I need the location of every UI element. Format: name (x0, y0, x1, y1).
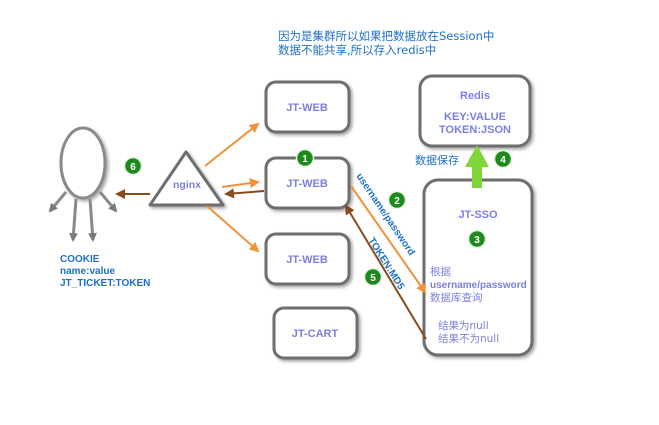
step-number-5: 5 (370, 273, 376, 284)
nginx-label: nginx (173, 179, 201, 191)
step-number-6: 6 (130, 162, 136, 173)
cookie-line-2: name:value (60, 266, 115, 277)
edge-label-save-data: 数据保存 (415, 153, 459, 167)
user-figure (48, 126, 118, 242)
redis-title: Redis (460, 90, 490, 102)
jtweb-top-node: JT-WEB (264, 80, 351, 134)
note-line-1: 因为是集群所以如果把数据放在Session中 (278, 29, 494, 43)
step-badge-5: 5 (363, 267, 383, 287)
step-badge-6: 6 (123, 156, 143, 176)
jtsso-query-2: username/password (430, 280, 527, 291)
user-leg-right (88, 198, 97, 242)
user-arm-left (48, 191, 68, 213)
step-number-4: 4 (500, 155, 506, 166)
jtcart-node: JT-CART (272, 306, 359, 360)
jtweb-top-label: JT-WEB (286, 102, 328, 114)
jtsso-query-3: 数据库查询 (430, 291, 483, 304)
jtweb-bottom-node: JT-WEB (264, 232, 351, 286)
arrow-jtweb-to-sso (350, 185, 427, 294)
jtsso-result-1: 结果为null (438, 319, 489, 332)
step-badge-2: 2 (387, 190, 407, 210)
step-badge-1: 1 (295, 148, 315, 168)
redis-node: Redis KEY:VALUE TOKEN:JSON (418, 74, 532, 148)
arrow-sso-to-jtweb (344, 204, 427, 340)
arrow-nginx-to-jtweb-bottom (206, 205, 260, 253)
jtsso-query-1: 根据 (430, 265, 451, 278)
jtsso-node: JT-SSO 根据 username/password 数据库查询 结果为nul… (422, 178, 534, 357)
redis-line-2: TOKEN:JSON (439, 124, 511, 136)
jtsso-title: JT-SSO (458, 209, 498, 221)
cookie-line-3: JT_TICKET:TOKEN (60, 278, 150, 289)
nginx-node: nginx (148, 150, 225, 207)
arrow-sso-to-redis (465, 145, 489, 188)
step-badge-3: 3 (467, 229, 487, 249)
user-leg-left (69, 198, 78, 242)
arrow-nginx-to-jtweb-top (204, 122, 260, 167)
step-number-1: 1 (302, 154, 308, 165)
jtcart-label: JT-CART (292, 328, 339, 340)
jtweb-bottom-label: JT-WEB (286, 254, 328, 266)
note-line-2: 数据不能共享,所以存入redis中 (278, 43, 436, 57)
cookie-line-1: COOKIE (60, 254, 100, 265)
arrow-nginx-to-jtweb-mid (221, 178, 260, 189)
jtsso-result-2: 结果不为null (438, 332, 499, 345)
jtweb-mid-label: JT-WEB (286, 178, 328, 190)
step-number-2: 2 (394, 196, 400, 207)
user-arm-right (98, 191, 118, 213)
edge-label-username-password: username/password (354, 172, 417, 258)
step-number-3: 3 (474, 235, 480, 246)
arrow-jtweb-to-nginx (224, 188, 265, 199)
step-badge-4: 4 (493, 149, 513, 169)
redis-line-1: KEY:VALUE (444, 111, 506, 123)
